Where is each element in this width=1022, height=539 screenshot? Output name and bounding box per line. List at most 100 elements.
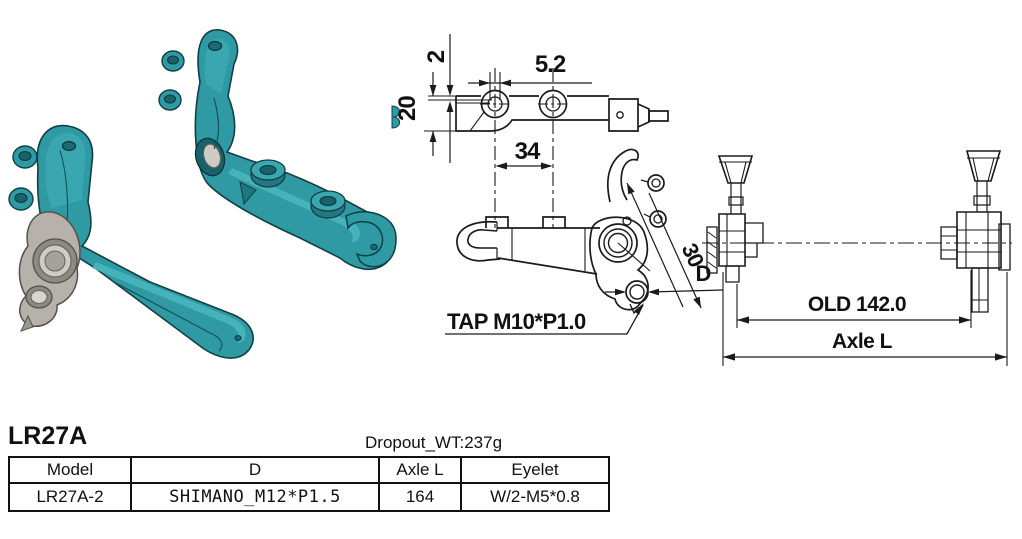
left-dropout xyxy=(706,155,764,283)
side-eyelet-inner xyxy=(653,214,663,224)
eyelet-hole xyxy=(164,94,176,104)
mount-hole xyxy=(207,40,223,52)
arm-boss-hole xyxy=(259,165,277,175)
axle-block-hole xyxy=(616,111,624,119)
axle-shaft xyxy=(648,110,669,122)
render-fragment xyxy=(391,105,401,129)
arrowhead xyxy=(959,316,971,324)
ext-line xyxy=(489,72,501,100)
spec-table: Model D Axle L Eyelet LR27A-2 SHIMANO_M1… xyxy=(8,456,610,512)
arrowhead xyxy=(541,162,553,170)
pin-hole xyxy=(622,216,632,226)
funnel xyxy=(717,155,754,184)
drawing-top-view xyxy=(424,34,669,228)
arrowhead xyxy=(429,85,437,96)
part-facet xyxy=(228,168,360,243)
end-cap-hatch xyxy=(707,231,717,269)
part-edge xyxy=(111,280,223,352)
dim-5-2-label: 5.2 xyxy=(535,51,566,78)
arrowhead xyxy=(634,303,644,315)
part-bottom-edge xyxy=(455,96,609,132)
dim-2-label: 2 xyxy=(423,50,450,63)
channel-end xyxy=(345,211,397,268)
col-header-eyelet: Eyelet xyxy=(460,456,610,484)
hanger-leg xyxy=(971,267,989,313)
funnel-detail xyxy=(719,161,752,184)
eyelet-circle-inner xyxy=(487,96,503,112)
arrowhead xyxy=(446,85,454,96)
eyelet-circle xyxy=(480,89,510,119)
lip-lines xyxy=(456,99,492,104)
render-right-part xyxy=(158,29,401,271)
part-facet xyxy=(45,132,86,208)
cell-eyelet: W/2-M5*0.8 xyxy=(460,482,610,512)
dim-axle-label: Axle L xyxy=(832,330,893,353)
spec-header: LR27A Dropout_WT:237g xyxy=(8,420,610,456)
dim-34-label: 34 xyxy=(515,138,541,165)
ext-line xyxy=(722,270,1008,366)
cell-axle-l: 164 xyxy=(378,482,462,512)
dim-line-30-a xyxy=(626,182,684,308)
end-plate xyxy=(998,223,1011,271)
col-header-axle-l: Axle L xyxy=(378,456,462,484)
arrowhead xyxy=(627,183,635,195)
tap-leader xyxy=(445,304,644,335)
axle-boss-outline xyxy=(589,216,649,311)
dim-20-label: 20 xyxy=(394,96,421,121)
eyelet-hole xyxy=(14,193,28,203)
hook-outer xyxy=(456,220,501,262)
channel-hole xyxy=(370,243,378,251)
axle-circle xyxy=(598,223,638,263)
eyelet-hole xyxy=(167,55,179,65)
leg xyxy=(725,265,740,283)
col-header-model: Model xyxy=(8,456,132,484)
arrowhead xyxy=(615,288,626,296)
arrowhead xyxy=(995,353,1007,361)
part-facet xyxy=(92,262,246,344)
side-block xyxy=(745,222,764,258)
body-block xyxy=(956,211,1002,269)
dim-line-30-b xyxy=(648,192,702,309)
stay-arm xyxy=(606,148,639,203)
end-cap xyxy=(706,226,718,274)
mount-hole xyxy=(61,140,77,152)
ext-line xyxy=(428,95,458,101)
dim-old-label: OLD 142.0 xyxy=(808,293,906,316)
axle-block xyxy=(608,98,639,132)
arrowhead xyxy=(479,79,490,87)
tap-note-label: TAP M10*P1.0 xyxy=(447,309,586,334)
arm-boss-hole xyxy=(319,196,337,206)
stem xyxy=(728,183,744,214)
hanger-circle-inner xyxy=(629,284,645,300)
drawing-side-view xyxy=(445,148,724,335)
dropout-weight: Dropout_WT:237g xyxy=(365,433,503,452)
part-edge xyxy=(213,97,220,150)
body-bottom-edge xyxy=(497,257,598,275)
tab xyxy=(542,216,566,228)
product-title: LR27A xyxy=(8,422,88,450)
arrowhead xyxy=(737,316,749,324)
axle-circle-mid xyxy=(603,228,633,258)
gusset xyxy=(239,181,257,206)
col-header-d: D xyxy=(130,456,380,484)
drawing-width-view xyxy=(702,150,1012,366)
axle-taper xyxy=(637,103,650,128)
hook-inner xyxy=(467,229,498,249)
fillet-edge xyxy=(469,111,485,132)
cell-d: SHIMANO_M12*P1.5 xyxy=(130,482,380,512)
axle-bore xyxy=(44,250,66,272)
arrowhead xyxy=(429,131,437,142)
eyelet-circle-inner xyxy=(545,96,561,112)
arrowhead xyxy=(693,296,701,308)
plate-tab xyxy=(20,314,34,332)
eyelet-circle xyxy=(538,89,568,119)
axle-nut-detail xyxy=(941,235,957,251)
body-block xyxy=(718,213,746,267)
stem xyxy=(973,181,991,212)
funnel xyxy=(965,150,1002,182)
arrowhead xyxy=(446,101,454,112)
arrowhead xyxy=(723,353,735,361)
body-detail xyxy=(511,228,586,271)
